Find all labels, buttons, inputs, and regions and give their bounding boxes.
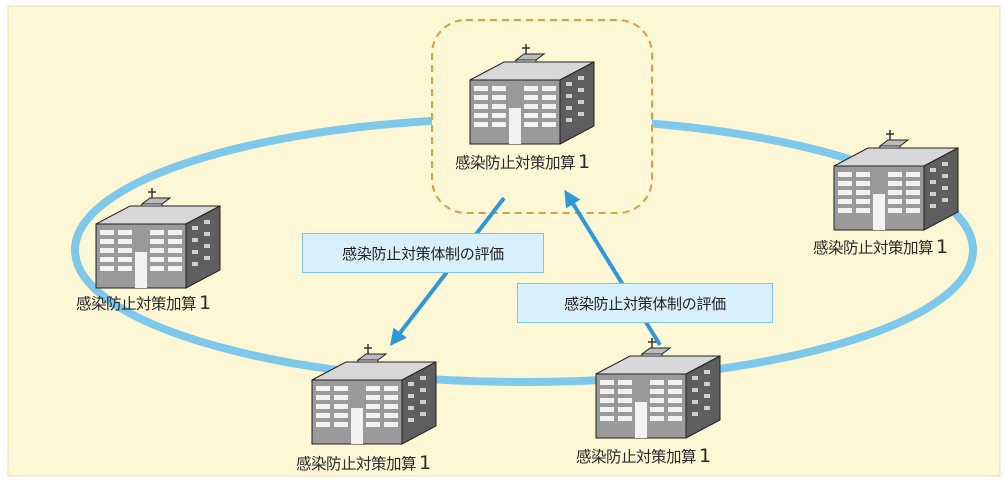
hospital-right [826,128,966,236]
hospital-label-text: 感染防止対策加算 [576,448,697,466]
hospital-label-text: 感染防止対策加算 [76,295,197,313]
hospital-label-suffix: 1 [199,292,211,314]
hospital-building-icon [469,44,595,145]
hospital-left [88,186,228,294]
hospital-building-icon [95,188,221,289]
hospital-building-icon [595,338,721,439]
evaluation-label-2: 感染防止対策体制の評価 [517,283,773,323]
hospital-building-icon [311,344,437,445]
hospital-label-suffix: 1 [699,445,711,467]
hospital-top [462,42,602,150]
hospital-label-suffix: 1 [578,151,590,173]
evaluation-label-1: 感染防止対策体制の評価 [302,233,544,273]
hospital-label-text: 感染防止対策加算 [813,239,934,257]
hospital-label-text: 感染防止対策加算 [296,455,417,473]
hospital-building-icon [833,130,959,231]
hospital-bottom-left [304,342,444,450]
hospital-label-text: 感染防止対策加算 [455,154,576,172]
hospital-label-suffix: 1 [936,236,948,258]
hospital-label-suffix: 1 [419,452,431,474]
hospital-bottom-right [588,336,728,444]
